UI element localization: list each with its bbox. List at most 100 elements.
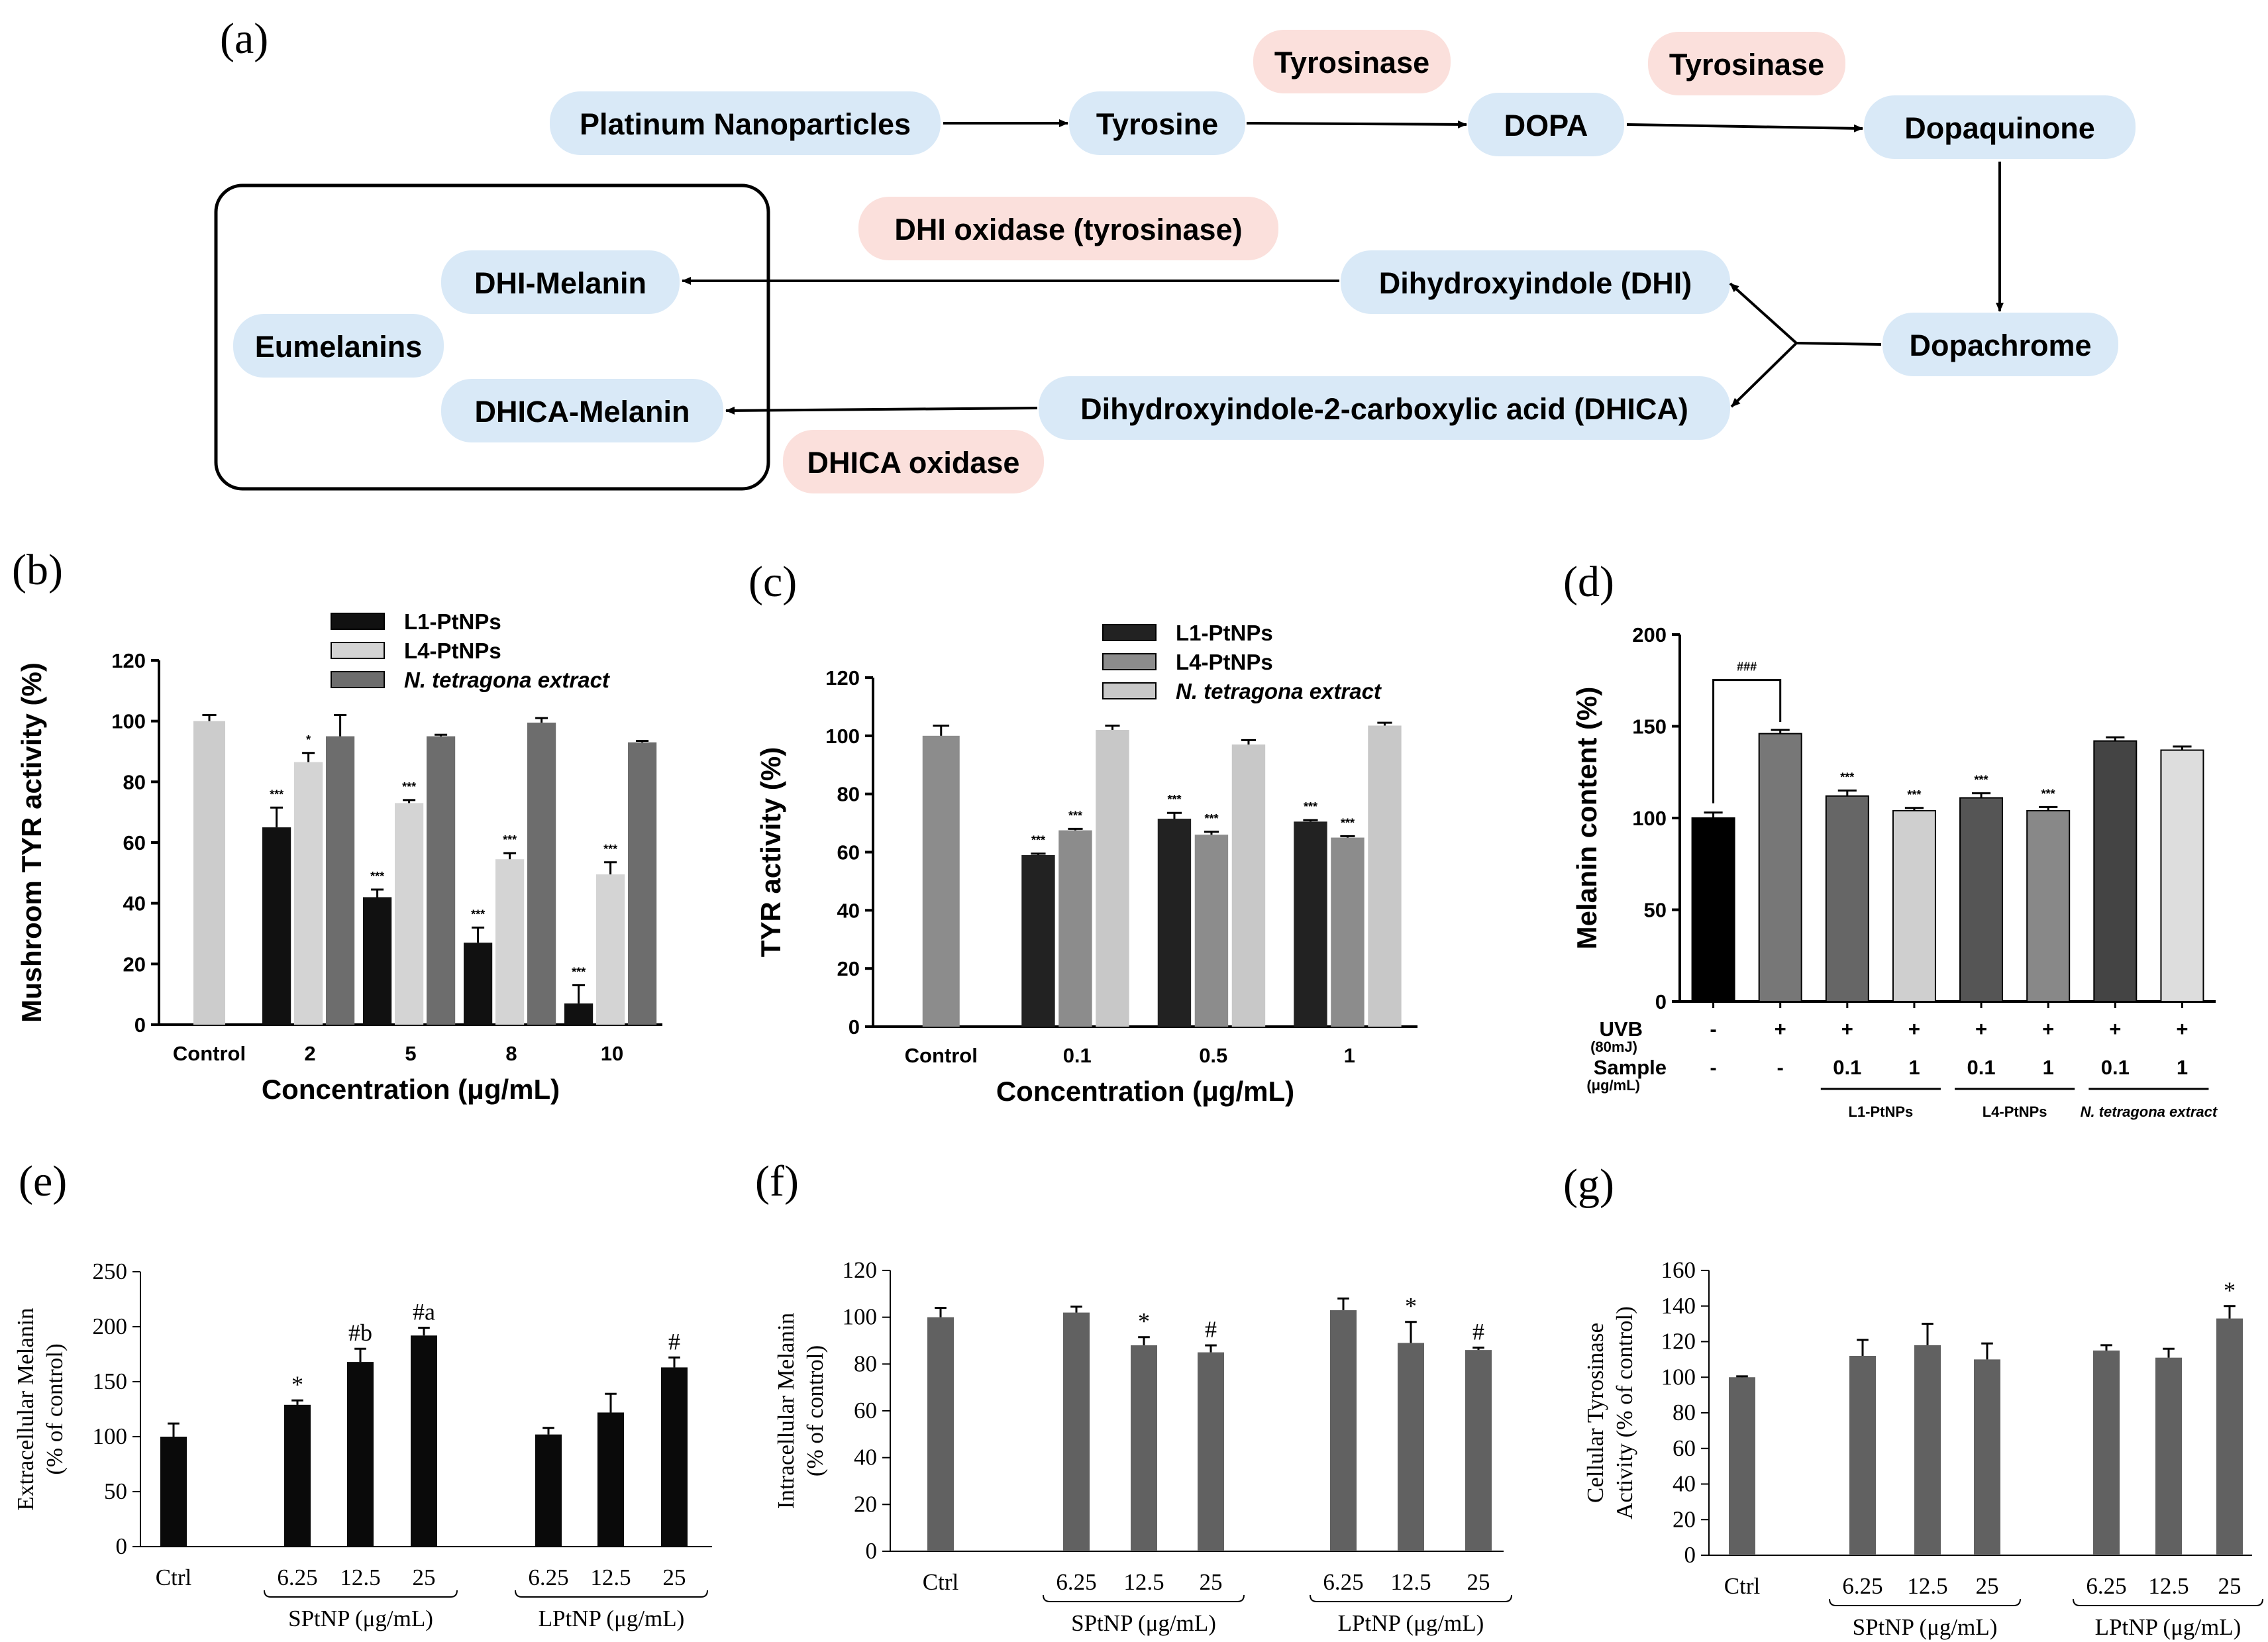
chart-e-xtick-label-1: 6.25 bbox=[277, 1565, 317, 1590]
chart-c-sig-1-0: *** bbox=[1031, 834, 1045, 847]
chart-e-ytick-label-5: 250 bbox=[93, 1258, 128, 1284]
chart-d-ytick-label-2: 100 bbox=[1632, 807, 1667, 830]
chart-b-bar-1-2 bbox=[326, 736, 355, 1025]
chart-e-bar-6 bbox=[661, 1367, 688, 1547]
chart-c-bar-2-1 bbox=[1194, 835, 1229, 1027]
chart-d-sample-5: 1 bbox=[2043, 1056, 2054, 1079]
chart-e-sig-1: * bbox=[291, 1371, 303, 1398]
chart-b-legend-swatch-0 bbox=[331, 613, 385, 630]
chart-f-ytick-label-1: 20 bbox=[854, 1491, 877, 1517]
node-dopa-bg bbox=[1468, 93, 1624, 156]
chart-b-bar-1-1 bbox=[294, 762, 323, 1025]
chart-g-xtick-label-6: 25 bbox=[2218, 1573, 2242, 1599]
chart-g-ylabel: Cellular Tyrosinase bbox=[1582, 1323, 1608, 1503]
chart-f-ylabel: Intracellular Melanin bbox=[773, 1313, 799, 1509]
chart-e-group-label-0: SPtNP (μg/mL) bbox=[288, 1606, 433, 1631]
chart-f-bar-5 bbox=[1398, 1343, 1424, 1551]
enzyme-tyrosinase-1-bg bbox=[1253, 30, 1451, 93]
chart-g-group-bracket-0 bbox=[1829, 1598, 2021, 1606]
chart-f-sig-5: * bbox=[1405, 1293, 1417, 1319]
chart-e-xtick-label-0: Ctrl bbox=[156, 1565, 192, 1590]
chart-b-ytick-label-1: 20 bbox=[123, 952, 146, 976]
chart-d-sig-3: *** bbox=[1907, 788, 1921, 801]
panel-label-e: (e) bbox=[19, 1157, 67, 1206]
chart-g-xtick-label-0: Ctrl bbox=[1724, 1573, 1761, 1599]
chart-e-group-bracket-1 bbox=[515, 1590, 708, 1598]
chart-b-ytick-label-5: 100 bbox=[111, 710, 146, 733]
chart-b-xtick-label-0: Control bbox=[173, 1042, 246, 1065]
chart-b-legend-swatch-1 bbox=[331, 642, 385, 659]
chart-d-bar-5 bbox=[2026, 809, 2071, 1003]
chart-f-xtick-label-5: 12.5 bbox=[1390, 1569, 1431, 1595]
node-dhica: Dihydroxyindole-2-carboxylic acid (DHICA… bbox=[1080, 392, 1688, 426]
chart-b-legend-label-1: L4-PtNPs bbox=[404, 639, 501, 663]
chart-e-bar-5 bbox=[597, 1412, 624, 1547]
node-ptnp-bg bbox=[550, 91, 941, 155]
chart-e-xtick-label-4: 6.25 bbox=[528, 1565, 568, 1590]
chart-c-xtick-label-0: Control bbox=[905, 1044, 978, 1067]
chart-c-sig-2-1: *** bbox=[1204, 812, 1218, 825]
chart-b-legend-label-0: L1-PtNPs bbox=[404, 609, 501, 634]
chart-f-sig-2: * bbox=[1138, 1308, 1150, 1335]
chart-g-ytick-label-3: 60 bbox=[1673, 1435, 1696, 1461]
chart-g-sig-6: * bbox=[2224, 1277, 2236, 1304]
chart-f-ytick-label-5: 100 bbox=[843, 1304, 878, 1330]
chart-g-ylabel-2: Activity (% of control) bbox=[1612, 1306, 1637, 1519]
chart-g-bar-4 bbox=[2093, 1350, 2120, 1555]
chart-e-xtick-label-3: 25 bbox=[413, 1565, 436, 1590]
chart-e-ytick-label-4: 200 bbox=[93, 1313, 128, 1339]
chart-d-sig-2: *** bbox=[1840, 770, 1854, 784]
chart-f-sig-3: # bbox=[1205, 1316, 1217, 1343]
chart-b-sig-2-0: *** bbox=[370, 870, 384, 883]
chart-e-ytick-label-1: 50 bbox=[104, 1478, 127, 1504]
chart-e-ylabel: Extracellular Melanin bbox=[13, 1308, 38, 1510]
chart-g-bar-6 bbox=[2216, 1318, 2243, 1555]
chart-d-ytick-label-4: 200 bbox=[1632, 623, 1667, 646]
chart-d-comparison-bracket bbox=[1712, 679, 1782, 803]
chart-d-sample-7: 1 bbox=[2177, 1056, 2188, 1079]
node-tyrosine-bg bbox=[1069, 91, 1245, 155]
chart-g-group-label-0: SPtNP (μg/mL) bbox=[1853, 1614, 1998, 1640]
enzyme-dhi-oxidase: DHI oxidase (tyrosinase) bbox=[894, 213, 1242, 246]
chart-g-ytick-label-4: 80 bbox=[1673, 1400, 1696, 1425]
chart-d-sample-4: 0.1 bbox=[1967, 1056, 1996, 1079]
chart-d-sample-1: - bbox=[1777, 1056, 1784, 1079]
chart-b-legend-label-2: N. tetragona extract bbox=[404, 668, 611, 692]
chart-e-sig-3: #a bbox=[413, 1299, 435, 1325]
chart-g-ytick-label-7: 140 bbox=[1661, 1293, 1696, 1319]
chart-f-ytick-label-4: 80 bbox=[854, 1351, 877, 1376]
pathway-diagram: Tyrosinase Tyrosinase DHI oxidase (tyros… bbox=[214, 30, 2136, 493]
chart-b-ytick-label-2: 40 bbox=[123, 892, 146, 915]
chart-b-sig-1-1: * bbox=[306, 733, 311, 746]
chart-b-sig-4-1: *** bbox=[603, 843, 617, 856]
chart-d-uvb-6: + bbox=[2109, 1017, 2121, 1041]
chart-f-xtick-label-3: 25 bbox=[1200, 1569, 1223, 1595]
chart-f-bar-3 bbox=[1198, 1352, 1224, 1551]
chart-f-bar-1 bbox=[1063, 1312, 1090, 1551]
chart-c-legend-label-0: L1-PtNPs bbox=[1176, 621, 1273, 645]
chart-b-bar-2-1 bbox=[395, 803, 424, 1025]
chart-c-ytick-label-1: 20 bbox=[837, 957, 860, 980]
chart-d-uvb-label: UVB bbox=[1600, 1017, 1643, 1041]
chart-e-ylabel-2: (% of control) bbox=[42, 1343, 68, 1474]
chart-d-ytick-label-0: 0 bbox=[1655, 990, 1667, 1013]
chart-g-ytick-label-0: 0 bbox=[1684, 1542, 1696, 1568]
chart-d-sample-3: 1 bbox=[1908, 1056, 1920, 1079]
chart-c-legend-label-1: L4-PtNPs bbox=[1176, 650, 1273, 674]
chart-b-bar-4-0 bbox=[564, 1003, 593, 1025]
chart-d-group-label-0: L1-PtNPs bbox=[1848, 1103, 1913, 1120]
chart-d-sample-0: - bbox=[1710, 1056, 1716, 1079]
chart-g-xtick-label-1: 6.25 bbox=[1842, 1573, 1882, 1599]
chart-d-uvb-7: + bbox=[2176, 1017, 2188, 1041]
chart-b-bar-3-2 bbox=[527, 722, 556, 1025]
chart-g-xtick-label-2: 12.5 bbox=[1907, 1573, 1947, 1599]
chart-c-bar-control bbox=[922, 735, 960, 1027]
node-dhi-melanin: DHI-Melanin bbox=[474, 266, 646, 300]
chart-d-sig-5: *** bbox=[2041, 787, 2055, 800]
chart-c-ytick-label-6: 120 bbox=[825, 666, 860, 690]
chart-g-xtick-label-3: 25 bbox=[1976, 1573, 1999, 1599]
node-dhica-melanin: DHICA-Melanin bbox=[475, 395, 690, 429]
chart-d-group-label-1: L4-PtNPs bbox=[1983, 1103, 2047, 1120]
